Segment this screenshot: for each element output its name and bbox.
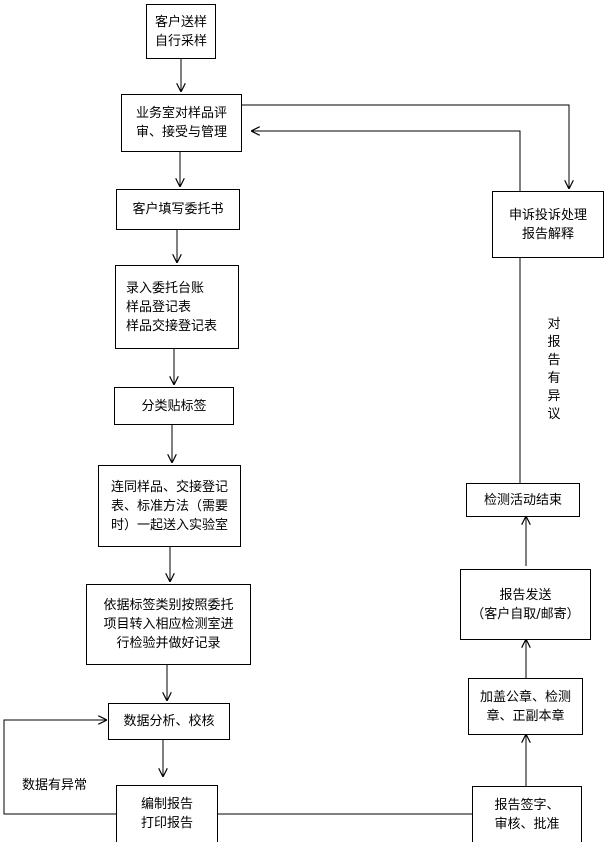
node-sample-review: 业务室对样品评 审、接受与管理 (121, 94, 242, 152)
node-sample-review-text: 业务室对样品评 审、接受与管理 (135, 106, 227, 140)
node-send-report-text: 报告发送 （客户自取/邮寄） (471, 587, 580, 622)
node-compile-report-text: 编制报告 打印报告 (140, 797, 193, 831)
arrow-n2-n14 (242, 104, 569, 188)
node-label-classify-text: 分类贴标签 (141, 398, 207, 414)
node-complaint-handling-text: 申诉投诉处理 报告解释 (508, 207, 587, 242)
node-send-to-lab: 连同样品、交接登记 表、标准方法（需要 时）一起送入实验室 (98, 465, 241, 547)
node-test-and-record-text: 依据标签类别按照委托 项目转入相应检测室进 行检验并做好记录 (103, 598, 234, 651)
label-report-objection: 对报告有异议 (547, 317, 561, 422)
node-fill-commission-text: 客户填写委托书 (132, 202, 224, 217)
node-stamp-report-text: 加盖公章、检测 章、正副本章 (479, 689, 571, 724)
node-send-report: 报告发送 （客户自取/邮寄） (460, 569, 591, 640)
node-fill-commission: 客户填写委托书 (116, 189, 240, 230)
arrow-n14-n2 (252, 131, 521, 199)
node-register-records-text: 录入委托台账 样品登记表 样品交接登记表 (126, 280, 218, 334)
label-data-anomaly: 数据有异常 (22, 778, 88, 793)
node-stamp-report: 加盖公章、检测 章、正副本章 (468, 678, 583, 735)
node-test-end: 检测活动结束 (466, 483, 580, 517)
node-register-records: 录入委托台账 样品登记表 样品交接登记表 (115, 265, 239, 349)
node-customer-sample-text: 客户送样 自行采样 (154, 14, 207, 49)
node-report-approval: 报告签字、 审核、批准 (472, 786, 582, 842)
node-report-approval-text: 报告签字、 审核、批准 (494, 797, 560, 832)
node-send-to-lab-text: 连同样品、交接登记 表、标准方法（需要 时）一起送入实验室 (110, 479, 228, 533)
node-data-analysis: 数据分析、校核 (108, 703, 230, 740)
arrow-anomaly-loop (3, 720, 116, 815)
node-test-and-record: 依据标签类别按照委托 项目转入相应检测室进 行检验并做好记录 (86, 584, 251, 665)
node-label-classify: 分类贴标签 (114, 387, 234, 425)
node-compile-report: 编制报告 打印报告 (116, 785, 218, 842)
node-customer-sample: 客户送样 自行采样 (146, 4, 216, 59)
node-data-analysis-text: 数据分析、校核 (123, 714, 215, 729)
node-test-end-text: 检测活动结束 (483, 492, 562, 508)
node-complaint-handling: 申诉投诉处理 报告解释 (492, 191, 604, 258)
